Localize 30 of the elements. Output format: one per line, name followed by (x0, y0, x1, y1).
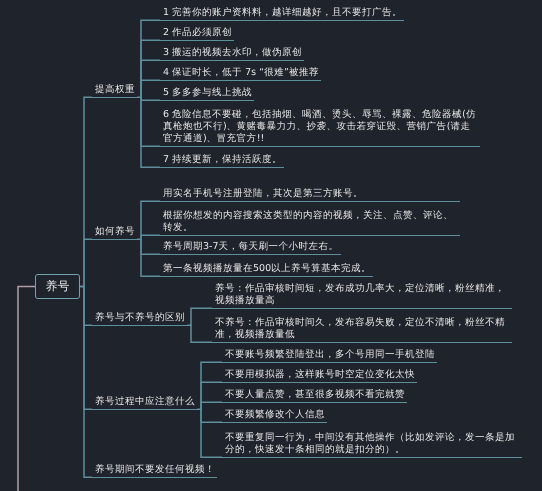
branch-line (187, 324, 212, 343)
leaf-topic: 养号：作品审核时间短，发布成功几率大，定位清晰，粉丝精准，视频播放量高 (212, 283, 512, 309)
leaf-topic: 7 持续更新，保持活跃度。 (160, 154, 284, 168)
branch-topic: 养号期间不要发任何视频！ (92, 464, 217, 478)
branch-line (80, 286, 92, 478)
leaf-topic: 根据你想发的内容搜索这类型的内容的视频，关注、点赞、评论、转发。 (160, 210, 460, 236)
leaf-topic: 不要账号频繁登陆登出，多个号用同一手机登陆 (222, 349, 437, 363)
leaf-topic: 用实名手机号注册登陆，其次是第三方账号。 (160, 188, 460, 202)
leaf-topic: 1 完善你的账户资料料，越详细越好，且不要打广告。 (160, 7, 404, 21)
leaf-topic: 不要人量点赞，甚至很多视频不看完就赞 (222, 389, 407, 403)
leaf-topic: 2 作品必须原创 (160, 27, 234, 41)
leaf-topic: 6 危险信息不要碰，包括抽烟、喝酒、烫头、辱骂、裸露、危险器械(仿真枪炮也不行)、黄赌毒暴力力、抄袭、攻击若穿证毁、营销广告(请走官方通道)、冒充官方!! (160, 109, 480, 147)
leaf-topic: 不要重复同一行为，中间没有其他操作（比如发评论，发一条是加分的，快速发十条相同的就是扣分的）。 (222, 432, 522, 458)
branch-line (17, 286, 35, 491)
branch-topic: 养号过程中应注意什么 (92, 396, 197, 410)
branch-topic: 养号与不养号的区别 (92, 312, 187, 326)
leaf-topic: 第一条视频播放量在500以上养号算基本完成。 (160, 263, 374, 277)
leaf-topic: 不要频繁修改个人信息 (222, 409, 327, 423)
branch-line (137, 238, 160, 277)
leaf-topic: 养号周期3-7天，每天刷一个小时左右。 (160, 241, 341, 255)
branch-topic: 提高权重 (92, 84, 137, 98)
branch-line (197, 408, 222, 458)
leaf-topic: 不要用模拟器，这样账号时空定位变化太快 (222, 369, 417, 383)
leaf-topic: 不养号：作品审核时间久，发布容易失败，定位不清晰，粉丝不精准，视频播放量低 (212, 317, 512, 343)
leaf-topic: 3 搬运的视频去水印，做伪原创 (160, 47, 304, 61)
leaf-topic: 4 保证时长，低于 7s “很难”被推荐 (160, 67, 321, 81)
branch-line (137, 96, 160, 168)
branch-topic: 如何养号 (92, 226, 137, 240)
root-box: 养号 (35, 274, 80, 299)
leaf-topic: 5 多多参与线上挑战 (160, 87, 254, 101)
